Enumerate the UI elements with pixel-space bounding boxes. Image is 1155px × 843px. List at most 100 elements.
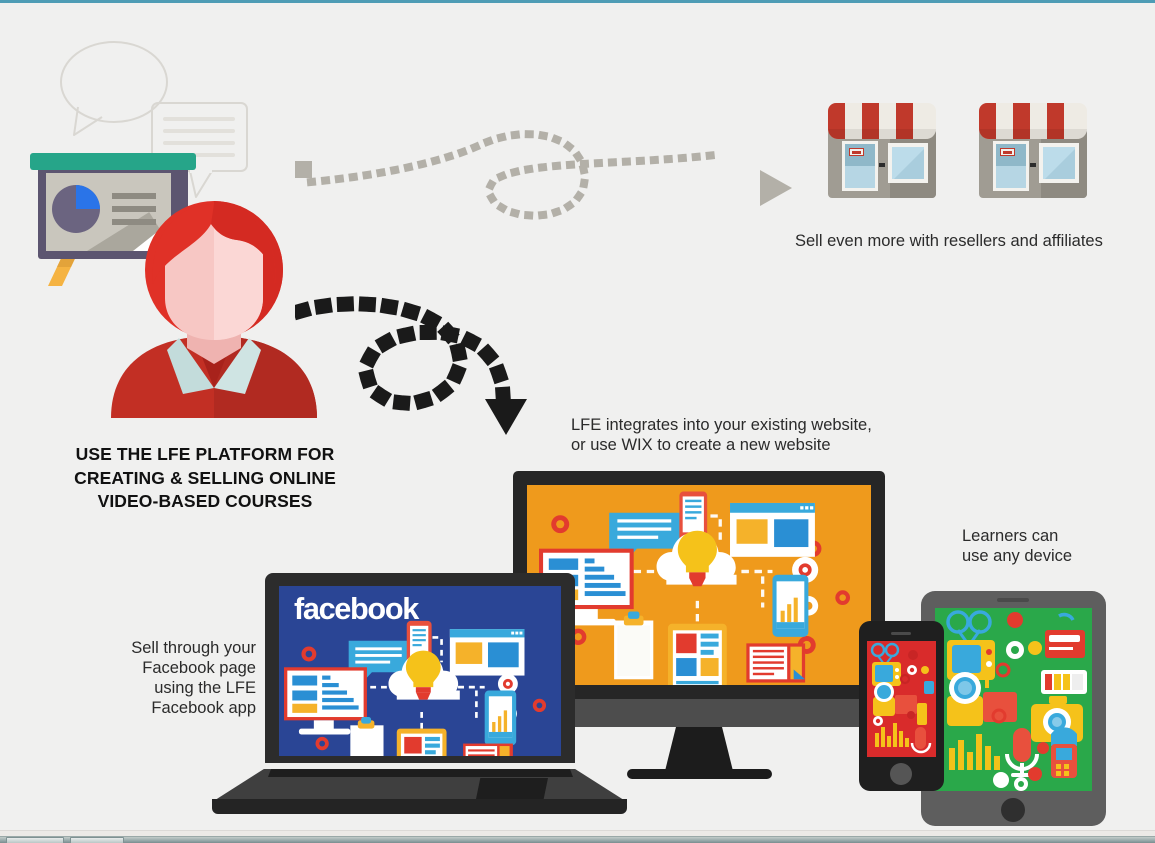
lightbulb-icon [405,650,441,700]
tablet-body [921,591,1106,826]
headline-line2: CREATING & SELLING ONLINE [74,467,336,488]
monitor-screen [527,485,871,685]
laptop-screen: facebook [279,586,561,756]
taskbar[interactable] [0,830,1155,843]
battery-icon [924,681,934,694]
browser-window-icon [730,502,815,557]
monitor-chin [513,699,885,727]
awning-icon [828,103,936,139]
caption-facebook-line1: Sell through your [131,639,256,657]
smartphone-icon [679,491,708,541]
video-camera-icon [873,682,917,716]
page-title: USE THE LFE PLATFORM FOR CREATING & SELL… [60,443,350,514]
battery-icon [1041,670,1087,694]
caption-facebook-line4: Facebook app [151,699,256,718]
taskbar-button-1[interactable] [6,837,64,843]
phone-home-button[interactable] [890,763,912,785]
laptop-hinge [265,763,575,771]
laptop-lid: facebook [265,573,575,770]
caption-website: LFE integrates into your existing websit… [571,415,901,455]
document-icon [463,743,513,756]
dot-icon [908,650,918,660]
caption-resellers: Sell even more with resellers and affili… [795,231,1135,251]
top-rule [0,0,1155,3]
lightbulb-icon [677,530,717,587]
microphone-icon [910,727,932,754]
facebook-wordmark: facebook [294,591,420,626]
monitor-stand-base [627,769,772,779]
dashed-loop-arrow-to-website [295,296,527,435]
dot-icon [1037,742,1049,754]
storefront-icon-1 [828,103,936,198]
caption-facebook: Sell through your Facebook page using th… [96,638,256,719]
clipboard-icon [350,717,384,756]
camera-icon [1031,696,1083,742]
storefront-icon-2 [979,103,1087,198]
tablet-home-button[interactable] [1001,798,1025,822]
caption-facebook-line3: using the LFE [154,679,256,698]
dot-icon [993,772,1009,788]
facebook-cloud-scene: facebook [284,591,547,756]
caption-learners: Learners can use any device [962,526,1122,566]
gamepad-icon [1051,727,1077,778]
media-icons-scene [946,610,1087,791]
phone-speaker [891,632,911,635]
speech-bubble-text-icon [151,102,248,198]
dot-icon [1007,612,1023,628]
headline-line1: USE THE LFE PLATFORM FOR [75,444,335,464]
tablet-speaker [997,598,1029,602]
smartphone-device [859,621,944,791]
tablet-grid-icon [667,623,727,685]
dot-icon [907,711,915,719]
equalizer-icon [875,723,909,747]
gear-icon [551,515,851,654]
tv-icon [870,642,901,686]
dotted-loop-arrow-to-resellers [295,130,792,220]
browser-window-icon [449,629,525,676]
headline-line3: VIDEO-BASED COURSES [97,491,313,512]
ring-icon [995,662,1011,678]
dot-icon [1028,767,1042,781]
laptop: facebook [212,573,627,816]
tv-icon [946,610,995,688]
caption-website-line1: LFE integrates into your existing websit… [571,416,872,434]
dot-icon [921,666,929,674]
tablet-device [921,591,1106,826]
phone-body [859,621,944,791]
ring-icon [991,708,1007,724]
phone-screen [867,641,936,757]
chart-phone-icon [484,690,517,746]
infographic-canvas: Sell even more with resellers and affili… [0,3,1155,830]
awning-icon [979,103,1087,139]
clipboard-icon [614,611,654,680]
laptop-keyboard-well [268,769,573,777]
laptop-touchpad [476,778,548,799]
chart-phone-icon [772,574,809,637]
equalizer-icon [949,734,1000,770]
video-camera-icon [947,672,1017,726]
laptop-front-edge [212,799,627,814]
desktop-monitor-icon [284,667,367,735]
tablet-screen [935,608,1092,791]
caption-learners-line1: Learners can [962,527,1059,545]
board-top-bar [30,153,196,170]
cloud-computing-scene [539,491,851,685]
speech-bubble-oval-icon [60,41,168,136]
radio-icon [1045,612,1085,658]
caption-website-line2: or use WIX to create a new website [571,436,831,455]
dot-icon [1028,641,1042,655]
media-icons-scene-phone [870,642,934,754]
caption-learners-line2: use any device [962,547,1073,566]
tablet-grid-icon [396,728,447,756]
ring-icon [899,673,911,685]
caption-resellers-text: Sell even more with resellers and affili… [795,232,1103,250]
presenter-avatar [111,201,317,418]
taskbar-strip [0,836,1155,843]
taskbar-button-2[interactable] [70,837,124,843]
caption-facebook-line2: Facebook page [142,659,256,678]
microphone-icon [1005,728,1039,777]
document-icon [746,643,806,683]
monitor-bezel [513,471,885,699]
desktop-monitor [513,471,885,781]
